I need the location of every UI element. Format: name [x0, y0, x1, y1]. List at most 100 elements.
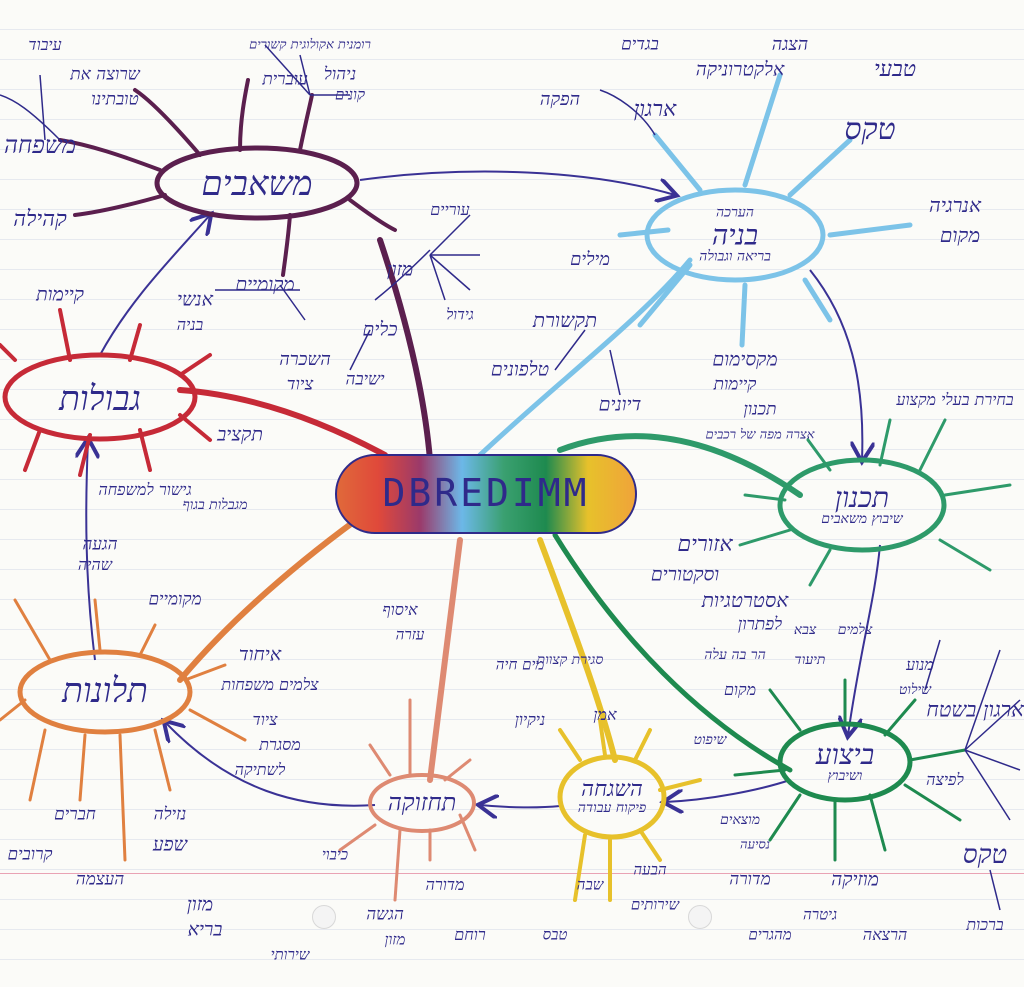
paper-hole	[312, 905, 336, 929]
bitzua-node-shape	[777, 721, 913, 803]
paper-hole	[688, 905, 712, 929]
label: כלים	[362, 318, 398, 341]
label: הגשה	[366, 904, 404, 925]
node-title: השגחה	[581, 777, 643, 803]
node-subtitle: הערכה	[715, 204, 755, 221]
tichnun-node-shape	[777, 457, 947, 553]
node-tachzuka: תחזוקה	[388, 790, 457, 815]
label: לפתרון	[737, 614, 783, 635]
label: הר בה עלה	[704, 647, 766, 663]
label: לפיצה	[926, 770, 964, 789]
label: מזון	[186, 893, 214, 916]
label: נזילה	[153, 804, 187, 825]
label: ברכות	[966, 915, 1004, 934]
label: כיבוי	[321, 845, 349, 864]
node-title: תחזוקה	[387, 788, 457, 817]
node-title: ביצוע	[815, 737, 875, 771]
label: וסקטורים	[650, 563, 720, 586]
gvulot-node-shape	[2, 352, 198, 442]
label: מסגרת	[259, 735, 301, 754]
mahshavim-rays	[58, 78, 397, 277]
label: שילוט	[898, 682, 932, 698]
label: העצמה	[75, 869, 125, 890]
bitzua-rays	[733, 678, 967, 862]
label: ניקיון	[514, 710, 546, 729]
label: תכנון	[743, 399, 777, 420]
node-title: תלונות	[62, 671, 148, 712]
node-tichnun: תכנון שיבוץ משאבים	[821, 483, 902, 527]
label: איסוף	[382, 600, 418, 619]
label: הגעה	[82, 534, 118, 555]
label: מים חיה	[495, 655, 545, 674]
tachzuka-node-shape	[368, 773, 476, 833]
label: טבעי	[873, 57, 917, 82]
label: מדורה	[425, 875, 465, 894]
tlunot-rays	[0, 598, 247, 862]
label: דיונים	[598, 393, 642, 416]
label: קיימות	[713, 374, 757, 395]
label: לשתיקה	[234, 760, 286, 779]
label: שירותי	[270, 945, 310, 964]
node-subtitle: שיבוץ משאבים	[821, 511, 903, 528]
label: צבא	[793, 622, 817, 638]
node-title: גבולות	[59, 379, 141, 420]
central-node-shape	[335, 454, 637, 534]
label: אמן	[593, 705, 617, 724]
label: קונים	[334, 85, 366, 104]
node-gvulot: גבולות	[59, 379, 141, 420]
central-title: DBREDIMM	[382, 471, 590, 515]
label: עזרה	[395, 625, 425, 644]
binuy-node-shape	[644, 187, 826, 283]
label: מזון	[384, 930, 406, 949]
label: מקומיים	[235, 273, 295, 296]
label: הצגה	[771, 34, 809, 55]
binuy-rays	[617, 72, 913, 348]
label: הבעה	[633, 860, 667, 879]
flow-arrows	[86, 170, 881, 808]
label: אנשי	[176, 288, 214, 311]
node-subtitle: בריאה וגבולה	[699, 248, 771, 265]
node-tlunot: תלונות	[62, 671, 148, 712]
label: בחירת בעלי מקצוע	[896, 390, 1014, 409]
label: שירותים	[630, 895, 680, 914]
label: ארגון בשטח	[926, 697, 1024, 722]
label: ארגון	[633, 97, 677, 122]
label: רומנית אקולוגית קשורים	[249, 37, 371, 53]
label: צלמים משפחות	[221, 675, 319, 694]
label: מוצאים	[719, 812, 761, 828]
label: קיימות	[36, 283, 84, 306]
label: רוחם	[454, 925, 486, 944]
label: עוריים	[430, 200, 470, 219]
label: מדורה	[729, 869, 771, 890]
label: בריא	[187, 918, 223, 941]
label: נסיעה	[739, 837, 771, 853]
label: שיפוט	[693, 732, 727, 748]
label: משפחה	[3, 131, 77, 159]
hashgacha-node-shape	[557, 754, 667, 840]
label: גידול	[446, 305, 474, 324]
label: קהילה	[13, 207, 67, 232]
label: גישור למשפחה	[98, 480, 192, 499]
label: סגירת קצוות	[536, 652, 604, 668]
label: צלמים	[837, 622, 873, 638]
label: גיטרה	[802, 905, 838, 924]
label: טובתינו	[91, 89, 139, 110]
node-title: משאבים	[201, 164, 313, 205]
label: קרובים	[7, 844, 53, 865]
label: תקציב	[217, 423, 263, 446]
node-hashgacha: השגחה פיקוח עבודה	[578, 778, 647, 816]
label: אצרה מפה של רכבים	[705, 427, 815, 443]
label: בניה	[176, 315, 204, 334]
label: שפע	[152, 833, 188, 856]
node-subtitle: ושיבוץ	[827, 768, 863, 785]
hashgacha-rays	[558, 718, 702, 902]
label: שבה	[576, 875, 604, 894]
label: מקום	[939, 223, 981, 247]
label: אלקטרוניקה	[695, 58, 785, 81]
label: בגדים	[621, 34, 659, 55]
label: מקומיים	[148, 589, 202, 610]
label: ציוד	[286, 374, 314, 395]
label: אנרגיה	[929, 193, 981, 217]
label: עיבוד	[28, 35, 62, 54]
